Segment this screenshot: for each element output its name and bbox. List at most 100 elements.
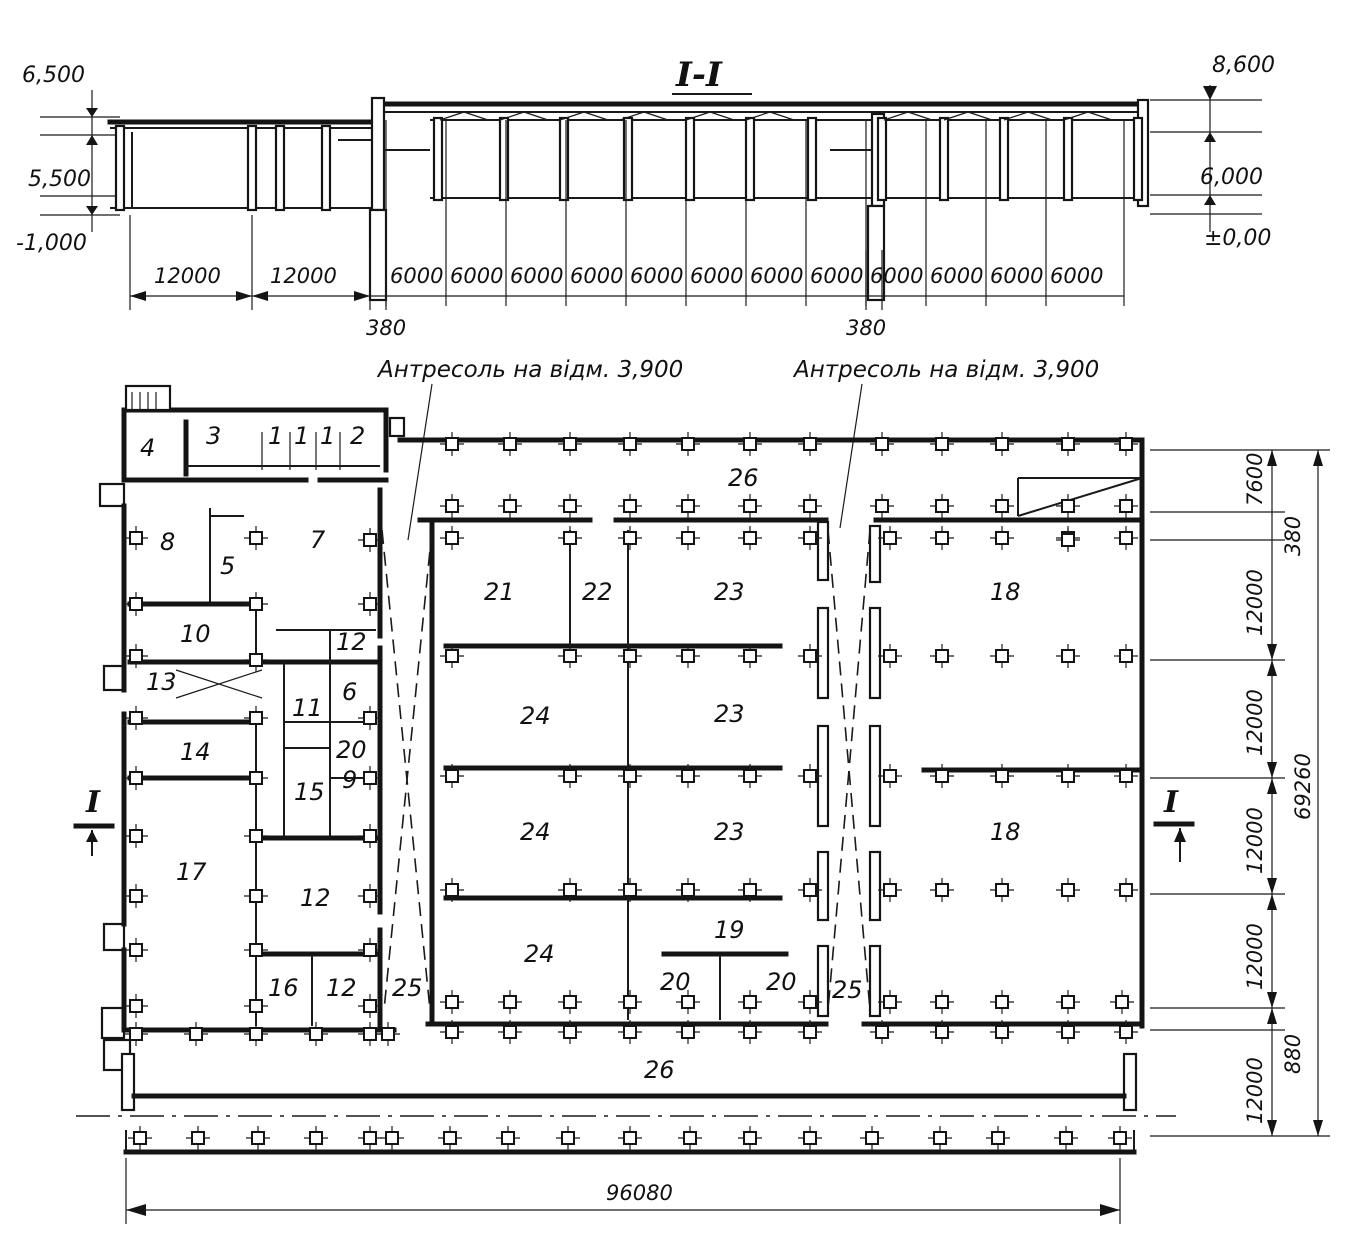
column-symbol (358, 592, 382, 616)
room-label: 26 (644, 1056, 675, 1084)
room-label: 21 (484, 578, 515, 606)
column-symbol (498, 990, 522, 1014)
column-symbol (1056, 432, 1080, 456)
column-symbol (558, 432, 582, 456)
admin-wing (98, 384, 397, 1072)
span-6000: 6000 (870, 264, 923, 288)
column-symbol (738, 990, 762, 1014)
column-symbol (676, 494, 700, 518)
span-6000: 6000 (750, 264, 803, 288)
room-label: 12 (300, 884, 331, 912)
column-symbol (870, 1020, 894, 1044)
column-symbol (380, 1126, 404, 1150)
room-label: 15 (294, 778, 325, 806)
column-symbol (738, 1126, 762, 1150)
column-symbol (798, 526, 822, 550)
svg-text:I: I (85, 785, 101, 820)
section-mark-right: I (1153, 785, 1195, 862)
room-label: 1 (320, 422, 335, 450)
column-symbol (738, 1020, 762, 1044)
room-label: 2 (350, 422, 365, 450)
column-symbol (676, 644, 700, 668)
dim-880: 880 (1281, 1034, 1305, 1074)
main-hall (381, 416, 1145, 1029)
column-symbol (244, 938, 268, 962)
offset-380-b: 380 (846, 316, 886, 340)
column-symbol (358, 1126, 382, 1150)
column-symbol (244, 994, 268, 1018)
span-12000-b: 12000 (270, 264, 337, 288)
column-symbol (128, 1126, 152, 1150)
room-label: 10 (180, 620, 211, 648)
column-symbol (124, 526, 148, 550)
column-symbol (496, 1126, 520, 1150)
mezzanine-note-right: Антресоль на відм. 3,900 (792, 357, 1099, 383)
column-symbol (676, 1020, 700, 1044)
level-6500: 6,500 (22, 63, 85, 88)
column-symbol (376, 1022, 400, 1046)
column-symbol (990, 764, 1014, 788)
column-symbol (124, 766, 148, 790)
room-label: 19 (714, 916, 745, 944)
column-symbol (990, 1020, 1014, 1044)
span-6000: 6000 (390, 264, 443, 288)
column-symbol (556, 1126, 580, 1150)
plan-columns (124, 432, 1138, 1150)
column-symbol (124, 592, 148, 616)
column-symbol (358, 528, 382, 552)
column-symbol (184, 1022, 208, 1046)
column-symbol (558, 764, 582, 788)
room-label: 20 (660, 968, 691, 996)
span-6000: 6000 (990, 264, 1043, 288)
dim-12000-d: 12000 (1243, 923, 1267, 990)
column-symbol (244, 766, 268, 790)
column-symbol (358, 994, 382, 1018)
column-symbol (440, 764, 464, 788)
column-symbol (798, 990, 822, 1014)
room-labels: 4 3 1 1 1 2 8 7 5 10 12 13 6 11 14 20 15… (140, 422, 1021, 1084)
room-label: 17 (176, 858, 207, 886)
column-symbol (930, 878, 954, 902)
room-label: 8 (160, 528, 175, 556)
column-symbol (244, 1022, 268, 1046)
column-symbol (738, 494, 762, 518)
room-label: 14 (180, 738, 211, 766)
room-label: 18 (990, 818, 1021, 846)
column-symbol (930, 764, 954, 788)
column-symbol (558, 494, 582, 518)
column-symbol (930, 526, 954, 550)
column-symbol (186, 1126, 210, 1150)
column-symbol (498, 494, 522, 518)
column-symbol (1114, 878, 1138, 902)
column-symbol (440, 990, 464, 1014)
column-symbol (878, 526, 902, 550)
column-symbol (990, 878, 1014, 902)
section-dimension-chain: 12000 12000 380 380 (129, 215, 1124, 340)
span-6000: 6000 (570, 264, 623, 288)
column-symbol (440, 526, 464, 550)
column-symbol (124, 884, 148, 908)
column-symbol (676, 990, 700, 1014)
column-symbol (990, 644, 1014, 668)
room-label: 3 (206, 422, 221, 450)
left-level-marks: 6,500 5,500 -1,000 (16, 63, 120, 256)
column-symbol (1056, 990, 1080, 1014)
bottom-canopy (76, 1052, 1176, 1155)
column-symbol (990, 432, 1014, 456)
column-symbol (860, 1126, 884, 1150)
plan-view: Антресоль на відм. 3,900 Антресоль на ві… (73, 357, 1330, 1224)
room-label: 11 (292, 694, 323, 722)
column-symbol (870, 432, 894, 456)
column-symbol (738, 764, 762, 788)
section-title: I-I (675, 55, 723, 95)
room-label: 20 (766, 968, 797, 996)
column-symbol (304, 1126, 328, 1150)
column-symbol (558, 1020, 582, 1044)
column-symbol (1114, 644, 1138, 668)
room-label: 12 (336, 628, 367, 656)
column-symbol (358, 1022, 382, 1046)
column-symbol (498, 1020, 522, 1044)
column-symbol (1056, 1020, 1080, 1044)
room-label: 26 (728, 464, 759, 492)
